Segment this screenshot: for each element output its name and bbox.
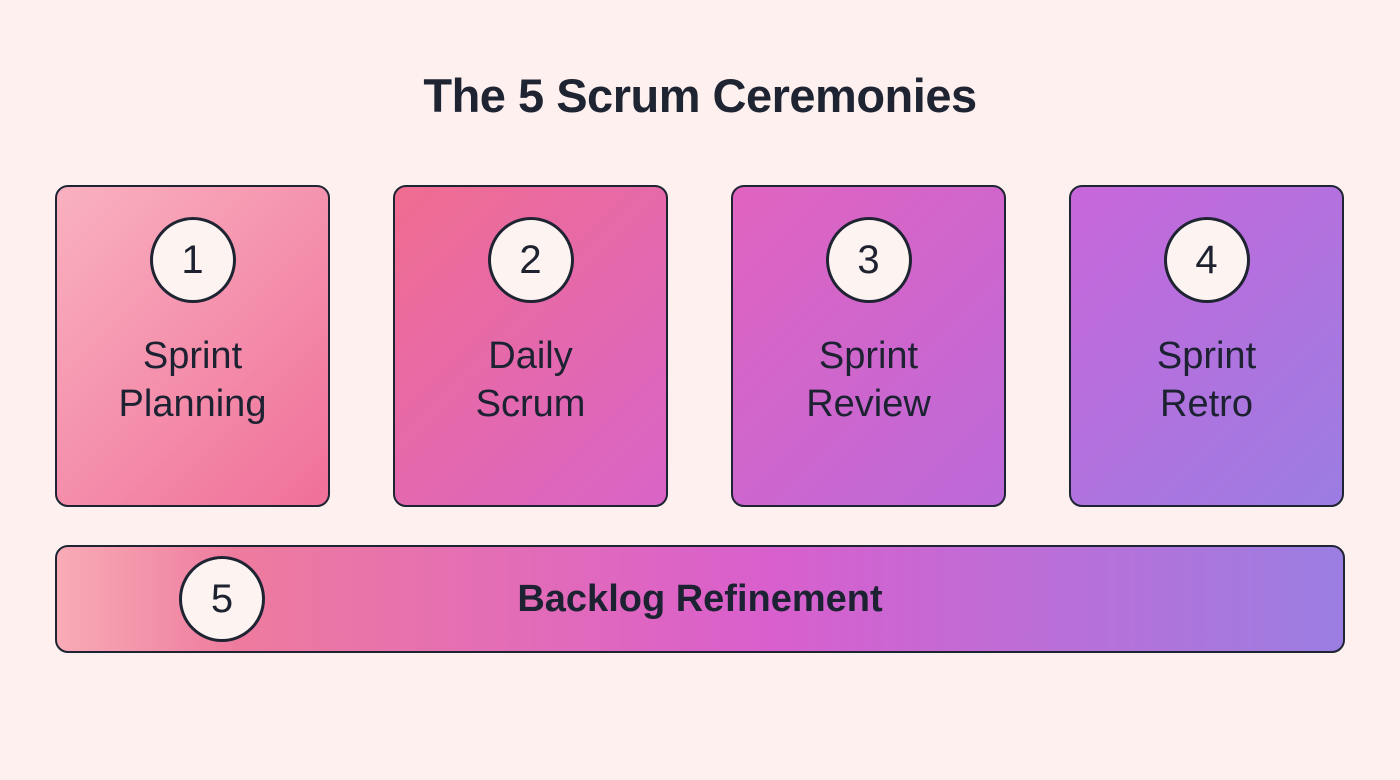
step-number-badge: 5 [179,556,265,642]
step-number: 5 [210,576,234,621]
ceremony-card-sprint-planning: 1 Sprint Planning [55,185,330,507]
ceremony-cards-row: 1 Sprint Planning 2 Daily Scrum 3 Sprint… [55,185,1344,507]
ceremony-card-daily-scrum: 2 Daily Scrum [393,185,668,507]
step-number-badge: 3 [825,217,912,303]
ceremony-card-sprint-review: 3 Sprint Review [731,185,1006,507]
ceremony-label: Sprint Retro [1156,335,1257,425]
step-number: 4 [1195,237,1218,282]
step-number-badge: 2 [487,217,574,303]
ceremony-card-sprint-retro: 4 Sprint Retro [1069,185,1344,507]
step-number-badge: 4 [1163,217,1250,303]
step-number: 1 [181,237,204,282]
page-title: The 5 Scrum Ceremonies [423,69,977,122]
ceremony-label: Sprint Planning [118,335,267,425]
step-number: 3 [857,237,880,282]
step-number-badge: 1 [149,217,236,303]
ceremony-banner-backlog-refinement: 5 Backlog Refinement [55,545,1345,653]
step-number: 2 [519,237,542,282]
ceremony-label: Sprint Review [806,335,931,425]
ceremony-label: Daily Scrum [475,335,586,425]
ceremony-label: Backlog Refinement [517,577,883,620]
